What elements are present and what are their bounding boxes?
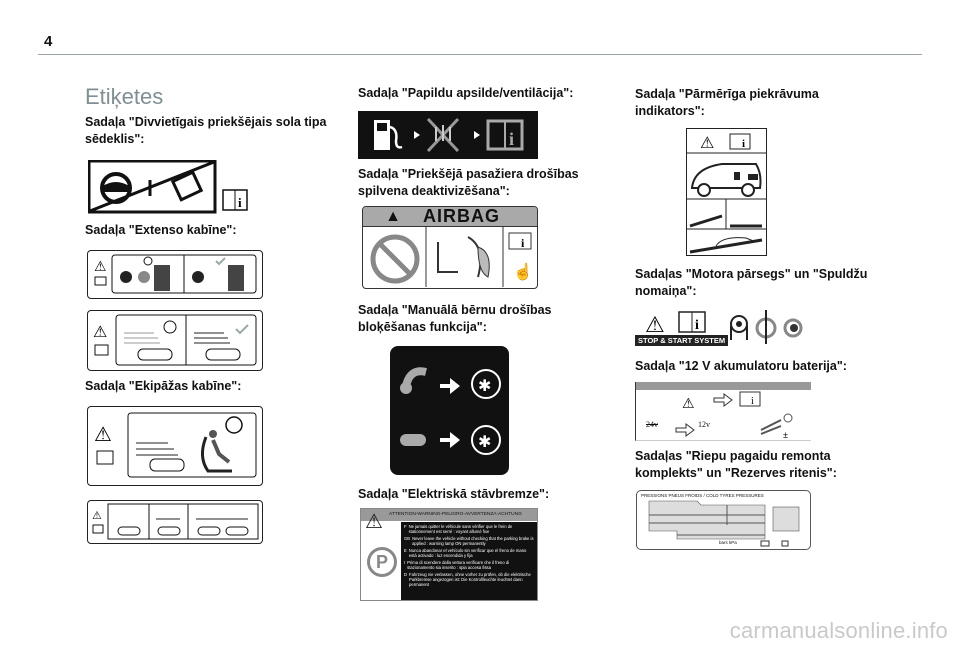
svg-text:✱: ✱ <box>478 434 491 451</box>
parking-line-it: Prima di scendere dalla vettura verifica… <box>407 560 510 570</box>
warning-icon: ⚠ <box>365 511 383 533</box>
svg-text:i: i <box>509 129 514 149</box>
svg-text:⚠: ⚠ <box>682 395 695 411</box>
header-divider <box>38 54 922 55</box>
heading-airbag: Sadaļa "Priekšējā pasažiera drošības spi… <box>358 167 579 198</box>
svg-text:⚠: ⚠ <box>92 510 102 522</box>
extenso-label-2: ⚠ <box>87 310 263 371</box>
page-title: Etiķetes <box>85 84 164 109</box>
tyre-pressure-header: PRESSIONS PNEUS FROIDS / COLD TYRES PRES… <box>641 493 764 498</box>
tyre-pressure-label: PRESSIONS PNEUS FROIDS / COLD TYRES PRES… <box>636 490 811 550</box>
page-number: 4 <box>44 33 53 50</box>
warning-icon: ▲ <box>385 207 401 225</box>
heading-battery: Sadaļa "12 V akumulatoru baterija": <box>635 359 847 373</box>
heading-child-lock: Sadaļa "Manuālā bērnu drošības bloķēšana… <box>358 303 552 334</box>
heading-heating: Sadaļa "Papildu apsilde/ventilācija": <box>358 86 574 100</box>
lang-code: D <box>404 572 408 577</box>
crew-cab-label-1: ⚠ <box>87 406 263 486</box>
svg-text:⚠: ⚠ <box>94 424 112 446</box>
heading-parking-brake: Sadaļa "Elektriskā stāvbremze": <box>358 487 550 501</box>
heading-bonnet: Sadaļas "Motora pārsegs" un "Spuldžu nom… <box>635 267 868 298</box>
heading-extenso: Sadaļa "Extenso kabīne": <box>85 223 237 237</box>
svg-text:⚠: ⚠ <box>93 324 107 341</box>
lang-code: GB <box>404 536 411 541</box>
parking-brake-icon: P <box>367 547 397 577</box>
svg-text:i: i <box>521 236 525 250</box>
svg-text:i: i <box>238 195 242 210</box>
svg-text:☝: ☝ <box>513 262 533 281</box>
extenso-label-1: ⚠ <box>87 250 263 299</box>
lang-code: I <box>404 560 406 565</box>
overload-label: ⚠i <box>686 128 767 256</box>
svg-text:±: ± <box>783 430 788 440</box>
heading-bench-seat: Sadaļa "Divvietīgais priekšējais sola ti… <box>85 115 327 146</box>
watermark: carmanualsonline.info <box>729 618 948 643</box>
svg-text:⚠: ⚠ <box>94 258 107 274</box>
svg-text:⚠: ⚠ <box>700 135 714 152</box>
battery-from-voltage: 24v <box>646 420 658 429</box>
svg-text:i: i <box>742 138 745 150</box>
child-lock-label: ✱ ✱ <box>390 346 509 475</box>
svg-text:⚠: ⚠ <box>645 312 665 337</box>
crew-cab-label-2: ⚠ <box>87 500 263 544</box>
stop-start-badge: STOP & START SYSTEM <box>635 335 729 346</box>
tyre-pressure-units: bars kPa <box>719 540 737 545</box>
airbag-label: ▲ AIRBAG i ☝ <box>362 206 538 289</box>
parking-line-de: Fahrzeug nie verlassen, ohne vorher zu p… <box>409 572 531 587</box>
parking-warning-header: ATTENTION-WARNING-PELIGRO-AVVERTENZA-ACH… <box>361 509 537 521</box>
svg-text:✱: ✱ <box>478 378 491 395</box>
airbag-text: AIRBAG <box>423 206 500 226</box>
heading-tyres: Sadaļas "Riepu pagaidu remonta komplekts… <box>635 449 837 480</box>
bench-seat-label: i <box>88 160 253 214</box>
heating-label: i <box>358 111 538 159</box>
lang-code: F <box>404 524 407 529</box>
battery-to-voltage: 12v <box>698 420 710 429</box>
heading-overload: Sadaļa "Pārmērīga piekrāvuma indikators"… <box>635 87 819 118</box>
svg-text:i: i <box>751 396 754 407</box>
heading-crew-cab: Sadaļa "Ekipāžas kabīne": <box>85 379 242 393</box>
svg-text:i: i <box>695 318 699 333</box>
parking-brake-label: ATTENTION-WARNING-PELIGRO-AVVERTENZA-ACH… <box>360 508 538 601</box>
parking-line-fr: Ne jamais quitter le véhicule sans vérif… <box>408 524 513 534</box>
lang-code: E <box>404 548 407 553</box>
parking-line-gb: Never leave the vehicle without checking… <box>412 536 534 546</box>
battery-label: ⚠ i ± 24v 12v <box>635 382 811 441</box>
parking-line-es: Nunca abandonar el vehículo sin verifica… <box>408 548 527 558</box>
bonnet-label: ⚠i <box>635 308 810 346</box>
